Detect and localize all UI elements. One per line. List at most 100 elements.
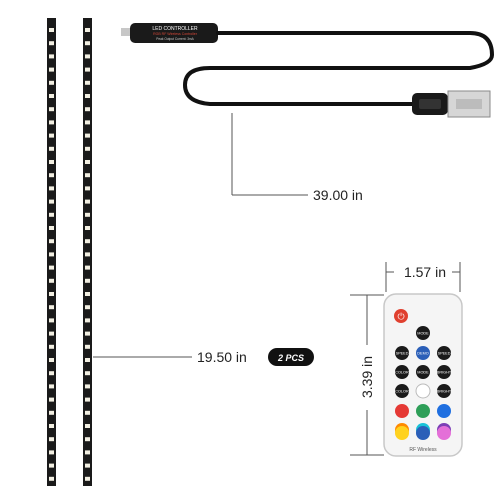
led-chip <box>85 54 90 59</box>
led-chip <box>49 463 54 468</box>
remote-height-dimension <box>350 294 384 456</box>
led-chip <box>49 94 54 98</box>
led-strip-left <box>47 18 56 486</box>
led-chip <box>85 41 90 46</box>
led-chip <box>49 160 54 164</box>
led-chip <box>85 146 90 151</box>
led-chip <box>49 173 54 178</box>
remote-speed_plus-label: SPEED <box>438 352 451 356</box>
led-chip <box>85 199 90 204</box>
led-chip <box>85 437 90 442</box>
remote-mode_mid-label: MODE <box>417 371 429 375</box>
led-controller: LED CONTROLLER RGB RF Wireless Controlle… <box>121 23 218 43</box>
usb-cable <box>182 31 495 106</box>
remote-speed_plus-button[interactable] <box>437 346 451 360</box>
remote-white-button[interactable] <box>415 383 431 399</box>
led-chip <box>49 54 54 59</box>
remote-mode_top-label: MODE <box>417 332 429 336</box>
remote-color_plus-button[interactable] <box>395 384 409 398</box>
led-chip <box>49 239 54 244</box>
remote-color-swatch-button[interactable] <box>437 426 451 440</box>
led-chip <box>49 265 54 270</box>
led-chip <box>49 358 54 362</box>
remote-bright_plus-button[interactable] <box>437 384 451 398</box>
led-strip-right <box>83 18 92 486</box>
led-chip <box>85 331 90 336</box>
led-chip <box>49 133 54 138</box>
led-chip <box>85 410 90 415</box>
led-chip <box>85 450 90 455</box>
led-chip <box>85 239 90 244</box>
remote-brand-text: RF Wireless <box>409 447 437 453</box>
power-icon: ⏻ <box>397 312 404 322</box>
led-chip <box>49 410 54 415</box>
quantity-badge-label: 2 PCS <box>277 353 304 363</box>
usb-plug <box>412 90 491 118</box>
led-chip <box>85 397 90 402</box>
remote-height-label: 3.39 in <box>359 356 375 398</box>
led-chip <box>85 67 90 72</box>
power-button[interactable] <box>394 309 408 323</box>
led-chip <box>85 107 90 112</box>
led-chip <box>85 252 90 257</box>
remote-color-swatch-button[interactable] <box>395 426 409 440</box>
led-chip <box>49 41 54 46</box>
led-chip <box>85 384 90 389</box>
remote-demo-button[interactable] <box>416 346 430 360</box>
cable-dimension-line <box>231 113 308 196</box>
led-chip <box>49 305 54 310</box>
remote-width-label: 1.57 in <box>404 264 446 280</box>
led-chip <box>85 292 90 296</box>
led-chip <box>85 160 90 164</box>
led-chip <box>49 331 54 336</box>
quantity-badge: 2 PCS <box>268 348 314 366</box>
led-chip <box>49 476 54 481</box>
controller-label-2: RGB RF Wireless Controller <box>153 32 198 36</box>
led-chip <box>49 318 54 323</box>
remote-mode_mid-button[interactable] <box>416 365 430 379</box>
led-chip <box>85 371 90 376</box>
led-chip <box>49 199 54 204</box>
led-chip <box>49 186 54 191</box>
led-chip <box>49 212 54 217</box>
cable-length-label: 39.00 in <box>313 187 363 203</box>
led-chip <box>85 212 90 217</box>
led-chip <box>85 28 90 32</box>
led-chip <box>85 226 90 230</box>
led-chip <box>49 120 54 125</box>
remote-demo-label: DEMO <box>417 352 428 356</box>
remote-speed_minus-button[interactable] <box>395 346 409 360</box>
led-chip <box>85 120 90 125</box>
remote-mode_top-button[interactable] <box>416 326 430 340</box>
remote-color-swatch-button[interactable] <box>416 404 430 418</box>
led-chip <box>49 107 54 112</box>
led-chip <box>85 424 90 428</box>
led-chip <box>85 278 90 283</box>
led-chip <box>49 424 54 428</box>
led-chip <box>85 133 90 138</box>
remote-color_plus-label: COLOR <box>395 390 409 394</box>
led-chip <box>85 173 90 178</box>
strip-length-label: 19.50 in <box>197 349 247 365</box>
led-chip <box>49 278 54 283</box>
remote-bright_minus-label: BRIGHT <box>437 371 452 375</box>
led-chip <box>85 186 90 191</box>
remote-color-swatch-button[interactable] <box>437 404 451 418</box>
remote-speed_minus-label: SPEED <box>396 352 409 356</box>
remote-bright_minus-button[interactable] <box>437 365 451 379</box>
led-chip <box>49 450 54 455</box>
led-chip <box>49 437 54 442</box>
led-chip <box>85 305 90 310</box>
led-chip <box>49 384 54 389</box>
led-chip <box>85 318 90 323</box>
remote-color-swatch-button[interactable] <box>416 426 430 440</box>
remote-color-swatch-button[interactable] <box>395 404 409 418</box>
led-chip <box>85 358 90 362</box>
remote-bright_plus-label: BRIGHT <box>437 390 452 394</box>
led-chip <box>49 28 54 32</box>
led-chip <box>49 344 54 349</box>
remote-color_minus-button[interactable] <box>395 365 409 379</box>
led-chip <box>49 226 54 230</box>
